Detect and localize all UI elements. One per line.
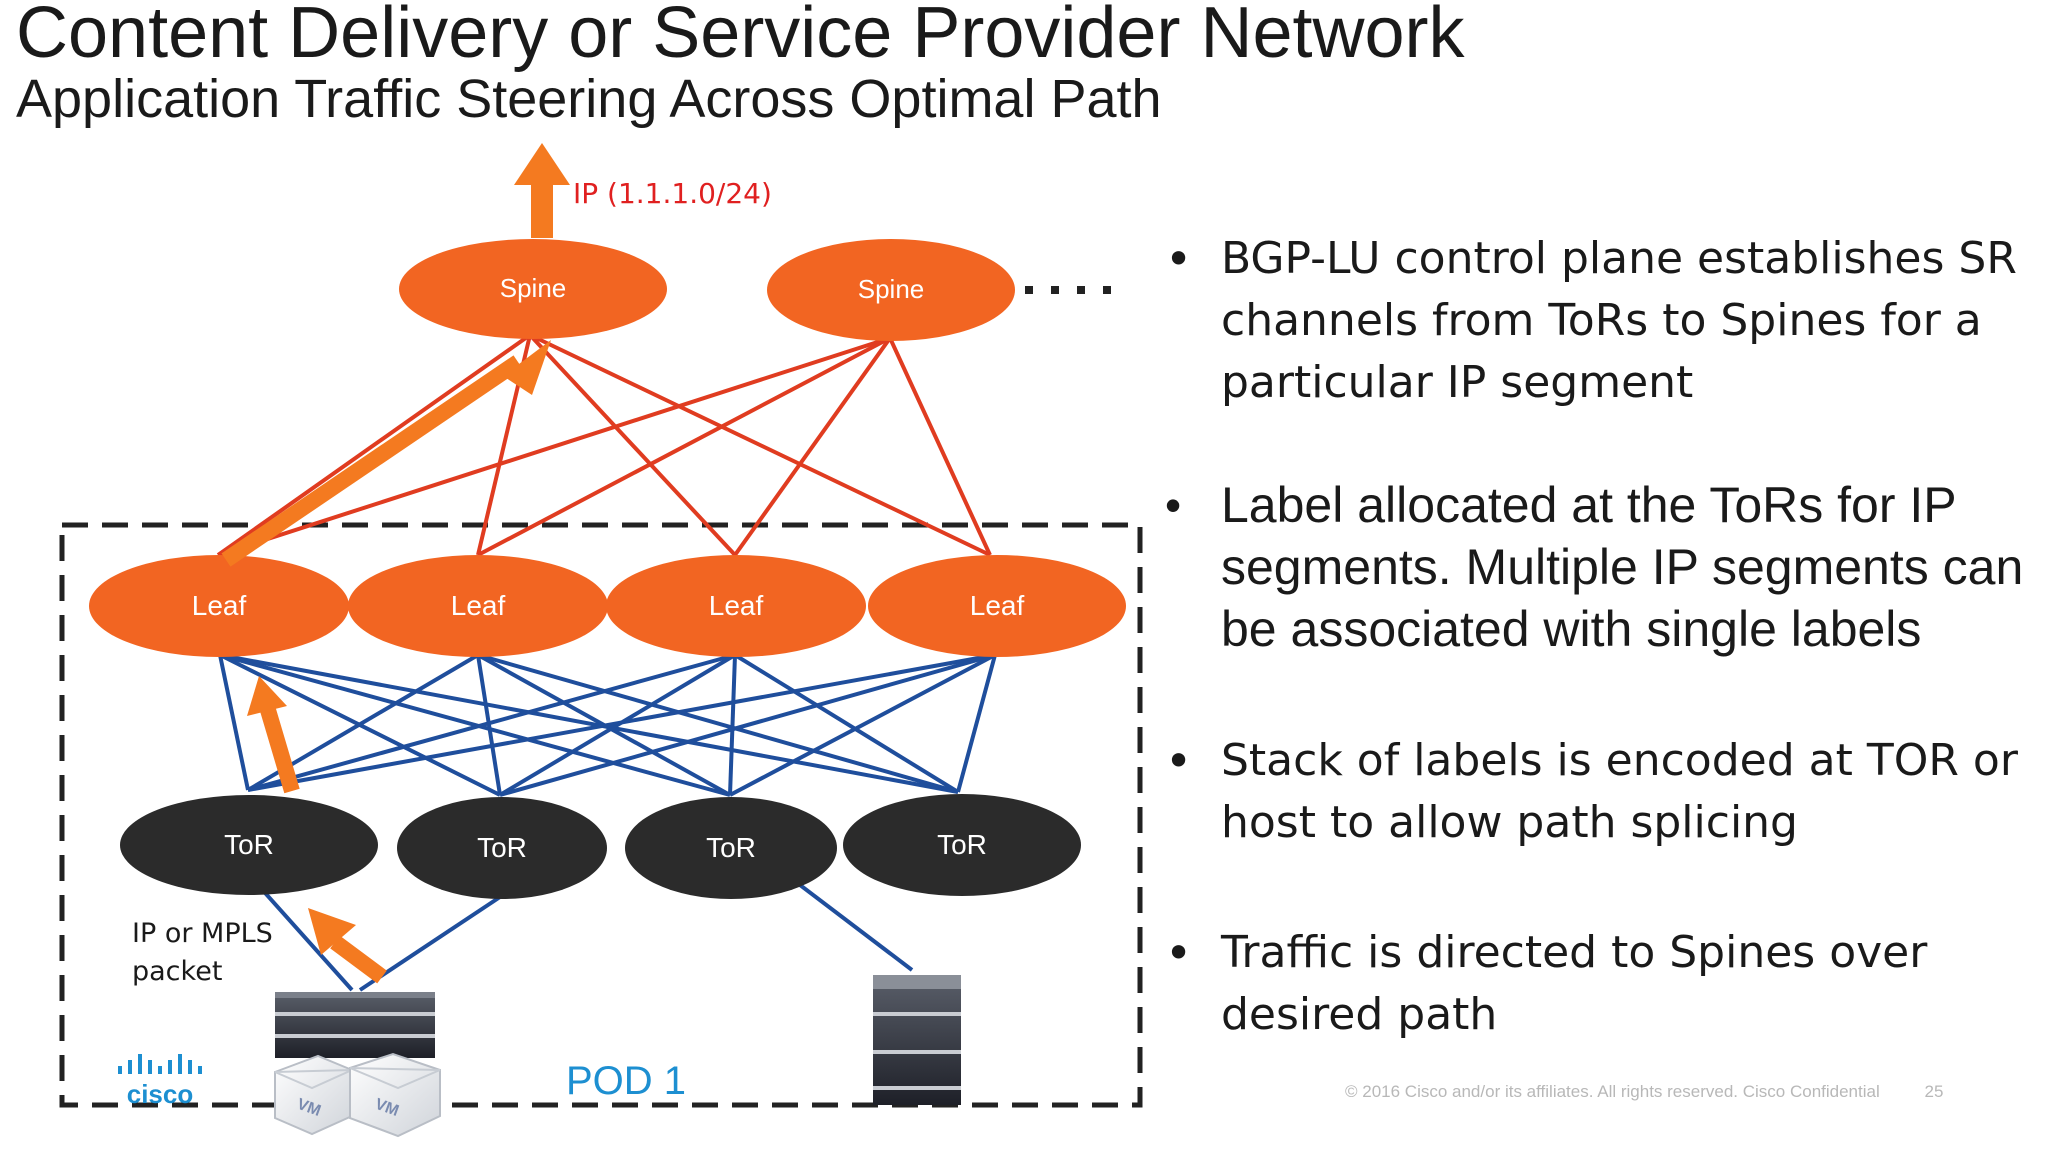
cisco-logo: cisco xyxy=(118,1054,202,1109)
spine-node-2: Spine xyxy=(767,239,1015,341)
tor-node-2: ToR xyxy=(397,797,607,899)
tor-server-links xyxy=(256,883,914,992)
bullet-item-1: • BGP-LU control plane establishes SR ch… xyxy=(1165,232,2017,408)
svg-text:Spine: Spine xyxy=(500,273,567,303)
bullet-item-4: • Traffic is directed to Spines over des… xyxy=(1165,926,1928,1040)
more-spines-ellipsis xyxy=(1025,286,1111,294)
svg-text:cisco: cisco xyxy=(127,1079,194,1109)
vm-icon-2: VM xyxy=(349,1052,441,1138)
svg-text:ToR: ToR xyxy=(477,832,527,863)
page-number: 25 xyxy=(1924,1082,1944,1101)
svg-text:ToR: ToR xyxy=(937,829,987,860)
spine-leaf-links xyxy=(216,333,992,557)
packet-label-line2: packet xyxy=(132,956,222,987)
pod-label: POD 1 xyxy=(566,1059,686,1103)
spine-node-1: Spine xyxy=(399,239,667,339)
leaf-node-4: Leaf xyxy=(868,555,1126,657)
svg-text:ToR: ToR xyxy=(224,829,274,860)
leaf-node-1: Leaf xyxy=(89,555,349,657)
leaf-node-3: Leaf xyxy=(606,555,866,657)
svg-text:Leaf: Leaf xyxy=(709,590,764,621)
tower-server-icon xyxy=(873,975,961,1105)
tor-node-1: ToR xyxy=(120,795,378,895)
leaf-to-spine-path-arrow xyxy=(221,340,551,567)
tor-to-leaf-path-arrow xyxy=(247,676,300,794)
bullet-item-2: • Label allocated at the ToRs for IP seg… xyxy=(1165,477,2024,657)
svg-text:ToR: ToR xyxy=(706,832,756,863)
svg-text:Leaf: Leaf xyxy=(192,590,247,621)
slide-title: Content Delivery or Service Provider Net… xyxy=(16,0,1465,73)
copyright-text: © 2016 Cisco and/or its affiliates. All … xyxy=(1345,1082,1880,1101)
vm-icon-1: VM xyxy=(274,1054,353,1136)
bullet-list: • BGP-LU control plane establishes SR ch… xyxy=(1165,228,2025,1046)
svg-text:Leaf: Leaf xyxy=(970,590,1025,621)
ip-prefix-label: IP (1.1.1.0/24) xyxy=(573,177,772,210)
host-to-tor-path-arrow xyxy=(308,908,387,984)
pod-boundary xyxy=(59,522,1143,1108)
leaf-node-2: Leaf xyxy=(348,555,608,657)
svg-text:Leaf: Leaf xyxy=(451,590,506,621)
slide-subtitle: Application Traffic Steering Across Opti… xyxy=(16,69,1162,129)
bullet-text-2: Label allocated at the ToRs for IP segme… xyxy=(1221,477,2024,657)
bullet-item-3: • Stack of labels is encoded at TOR or h… xyxy=(1165,734,2018,848)
host-server-icon xyxy=(275,992,435,1058)
tor-node-4: ToR xyxy=(843,794,1081,896)
svg-text:Spine: Spine xyxy=(858,274,925,304)
bullet-text-4: Traffic is directed to Spines over desir… xyxy=(1221,927,1928,1040)
leaf-tor-links xyxy=(218,653,997,797)
tor-node-3: ToR xyxy=(625,797,837,899)
bullet-text-3: Stack of labels is encoded at TOR or hos… xyxy=(1221,735,2018,848)
bullet-text-1: BGP-LU control plane establishes SR chan… xyxy=(1221,233,2017,408)
upstream-prefix-arrow xyxy=(514,143,570,238)
packet-label-line1: IP or MPLS xyxy=(132,918,273,949)
slide-footer: © 2016 Cisco and/or its affiliates. All … xyxy=(1345,1082,1943,1102)
